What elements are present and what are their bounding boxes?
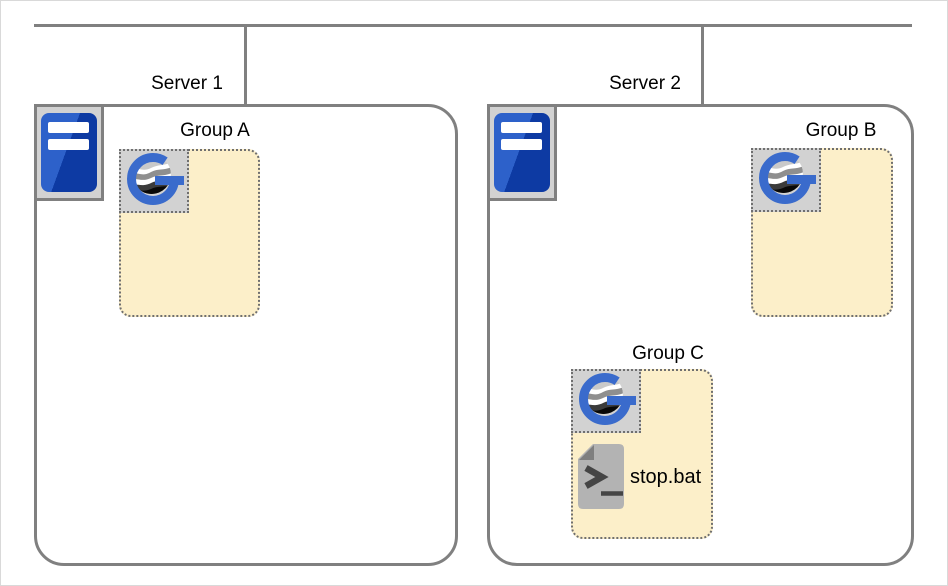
server-slot-bar xyxy=(48,122,89,133)
server-unit-shape xyxy=(41,113,97,192)
network-bus-line xyxy=(34,24,912,27)
server-slot-bar xyxy=(501,122,542,133)
server-slot-bar xyxy=(501,139,542,150)
group-a-box xyxy=(119,149,260,317)
batch-script-icon xyxy=(578,444,624,509)
server2-label: Server 2 xyxy=(609,73,681,94)
server2-drop-line xyxy=(701,24,704,105)
server-icon xyxy=(487,104,557,201)
group-b-label: Group B xyxy=(805,120,877,141)
glassfish-logo-icon xyxy=(751,148,821,212)
server-icon xyxy=(34,104,104,201)
server1-label: Server 1 xyxy=(151,73,223,94)
group-a-label: Group A xyxy=(180,120,250,141)
server1-drop-line xyxy=(244,24,247,105)
batch-file-label: stop.bat xyxy=(630,466,702,488)
glassfish-logo-icon xyxy=(119,149,189,213)
glassfish-logo-icon xyxy=(571,369,641,433)
group-c-label: Group C xyxy=(632,343,704,364)
server-slot-bar xyxy=(48,139,89,150)
server-unit-shape xyxy=(494,113,550,192)
